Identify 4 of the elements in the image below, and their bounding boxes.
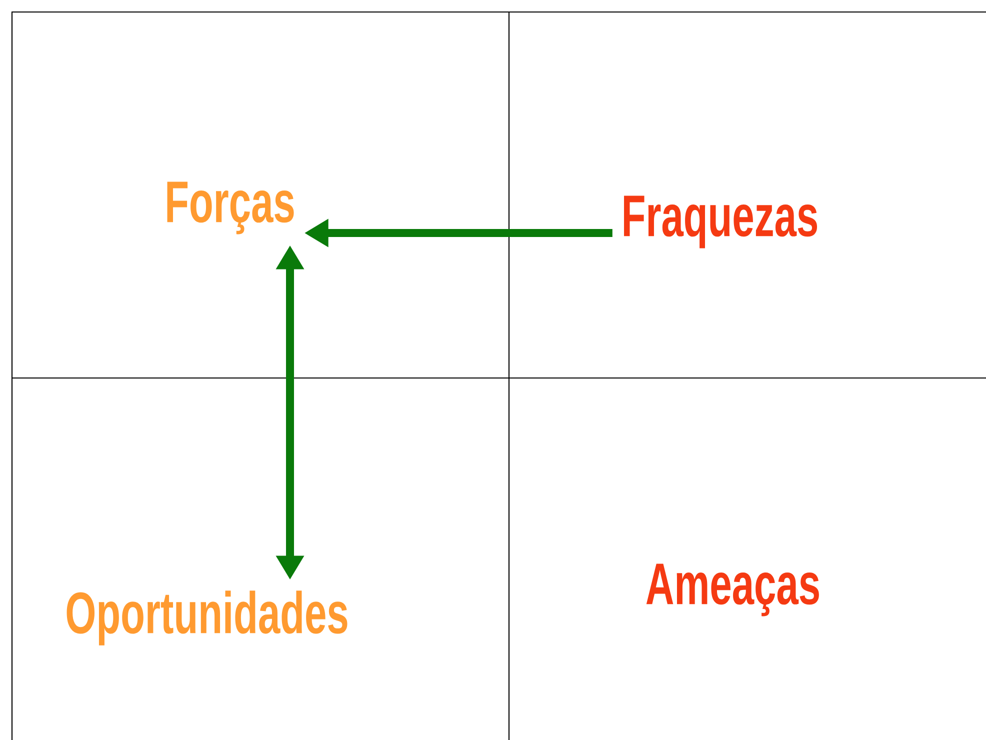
word-label: Ameaças xyxy=(646,564,819,616)
word-label: Fraquezas xyxy=(624,196,818,248)
word-label: Oportunidades xyxy=(66,590,348,646)
word-label: Forças xyxy=(167,182,294,234)
